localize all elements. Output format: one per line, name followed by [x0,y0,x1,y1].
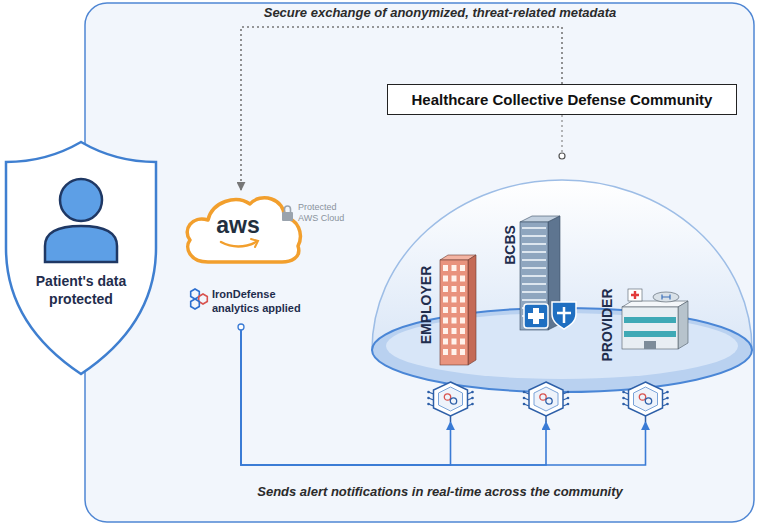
outer-panel [85,3,754,522]
shield-shape [2,138,160,378]
provider-building: PROVIDER [598,285,693,422]
node-text: Protected AWS Cloud [298,202,356,224]
bcbs-building: BCBS [500,212,592,422]
shield-node: Patient's data protected [2,138,160,378]
node-text: BCBS [502,225,518,265]
node-text: Healthcare Collective Defense Community [412,85,713,115]
employer-building: EMPLOYER [418,252,483,422]
caption-note: Sends alert notifications in real-time a… [254,484,626,499]
community-dome: Healthcare Collective Defense CommunityE… [368,84,756,424]
node-text: aws [213,214,263,237]
node-text: EMPLOYER [418,266,434,345]
node-text: PROVIDER [599,288,615,361]
node-text: IronDefense analytics applied [212,288,318,316]
edge-label: Secure exchange of anonymized, threat-re… [261,5,620,20]
node-text: Patient's data protected [21,272,141,308]
cloud-node: awsProtected AWS CloudIronDefense analyt… [176,190,306,330]
dome-shape [368,84,756,424]
